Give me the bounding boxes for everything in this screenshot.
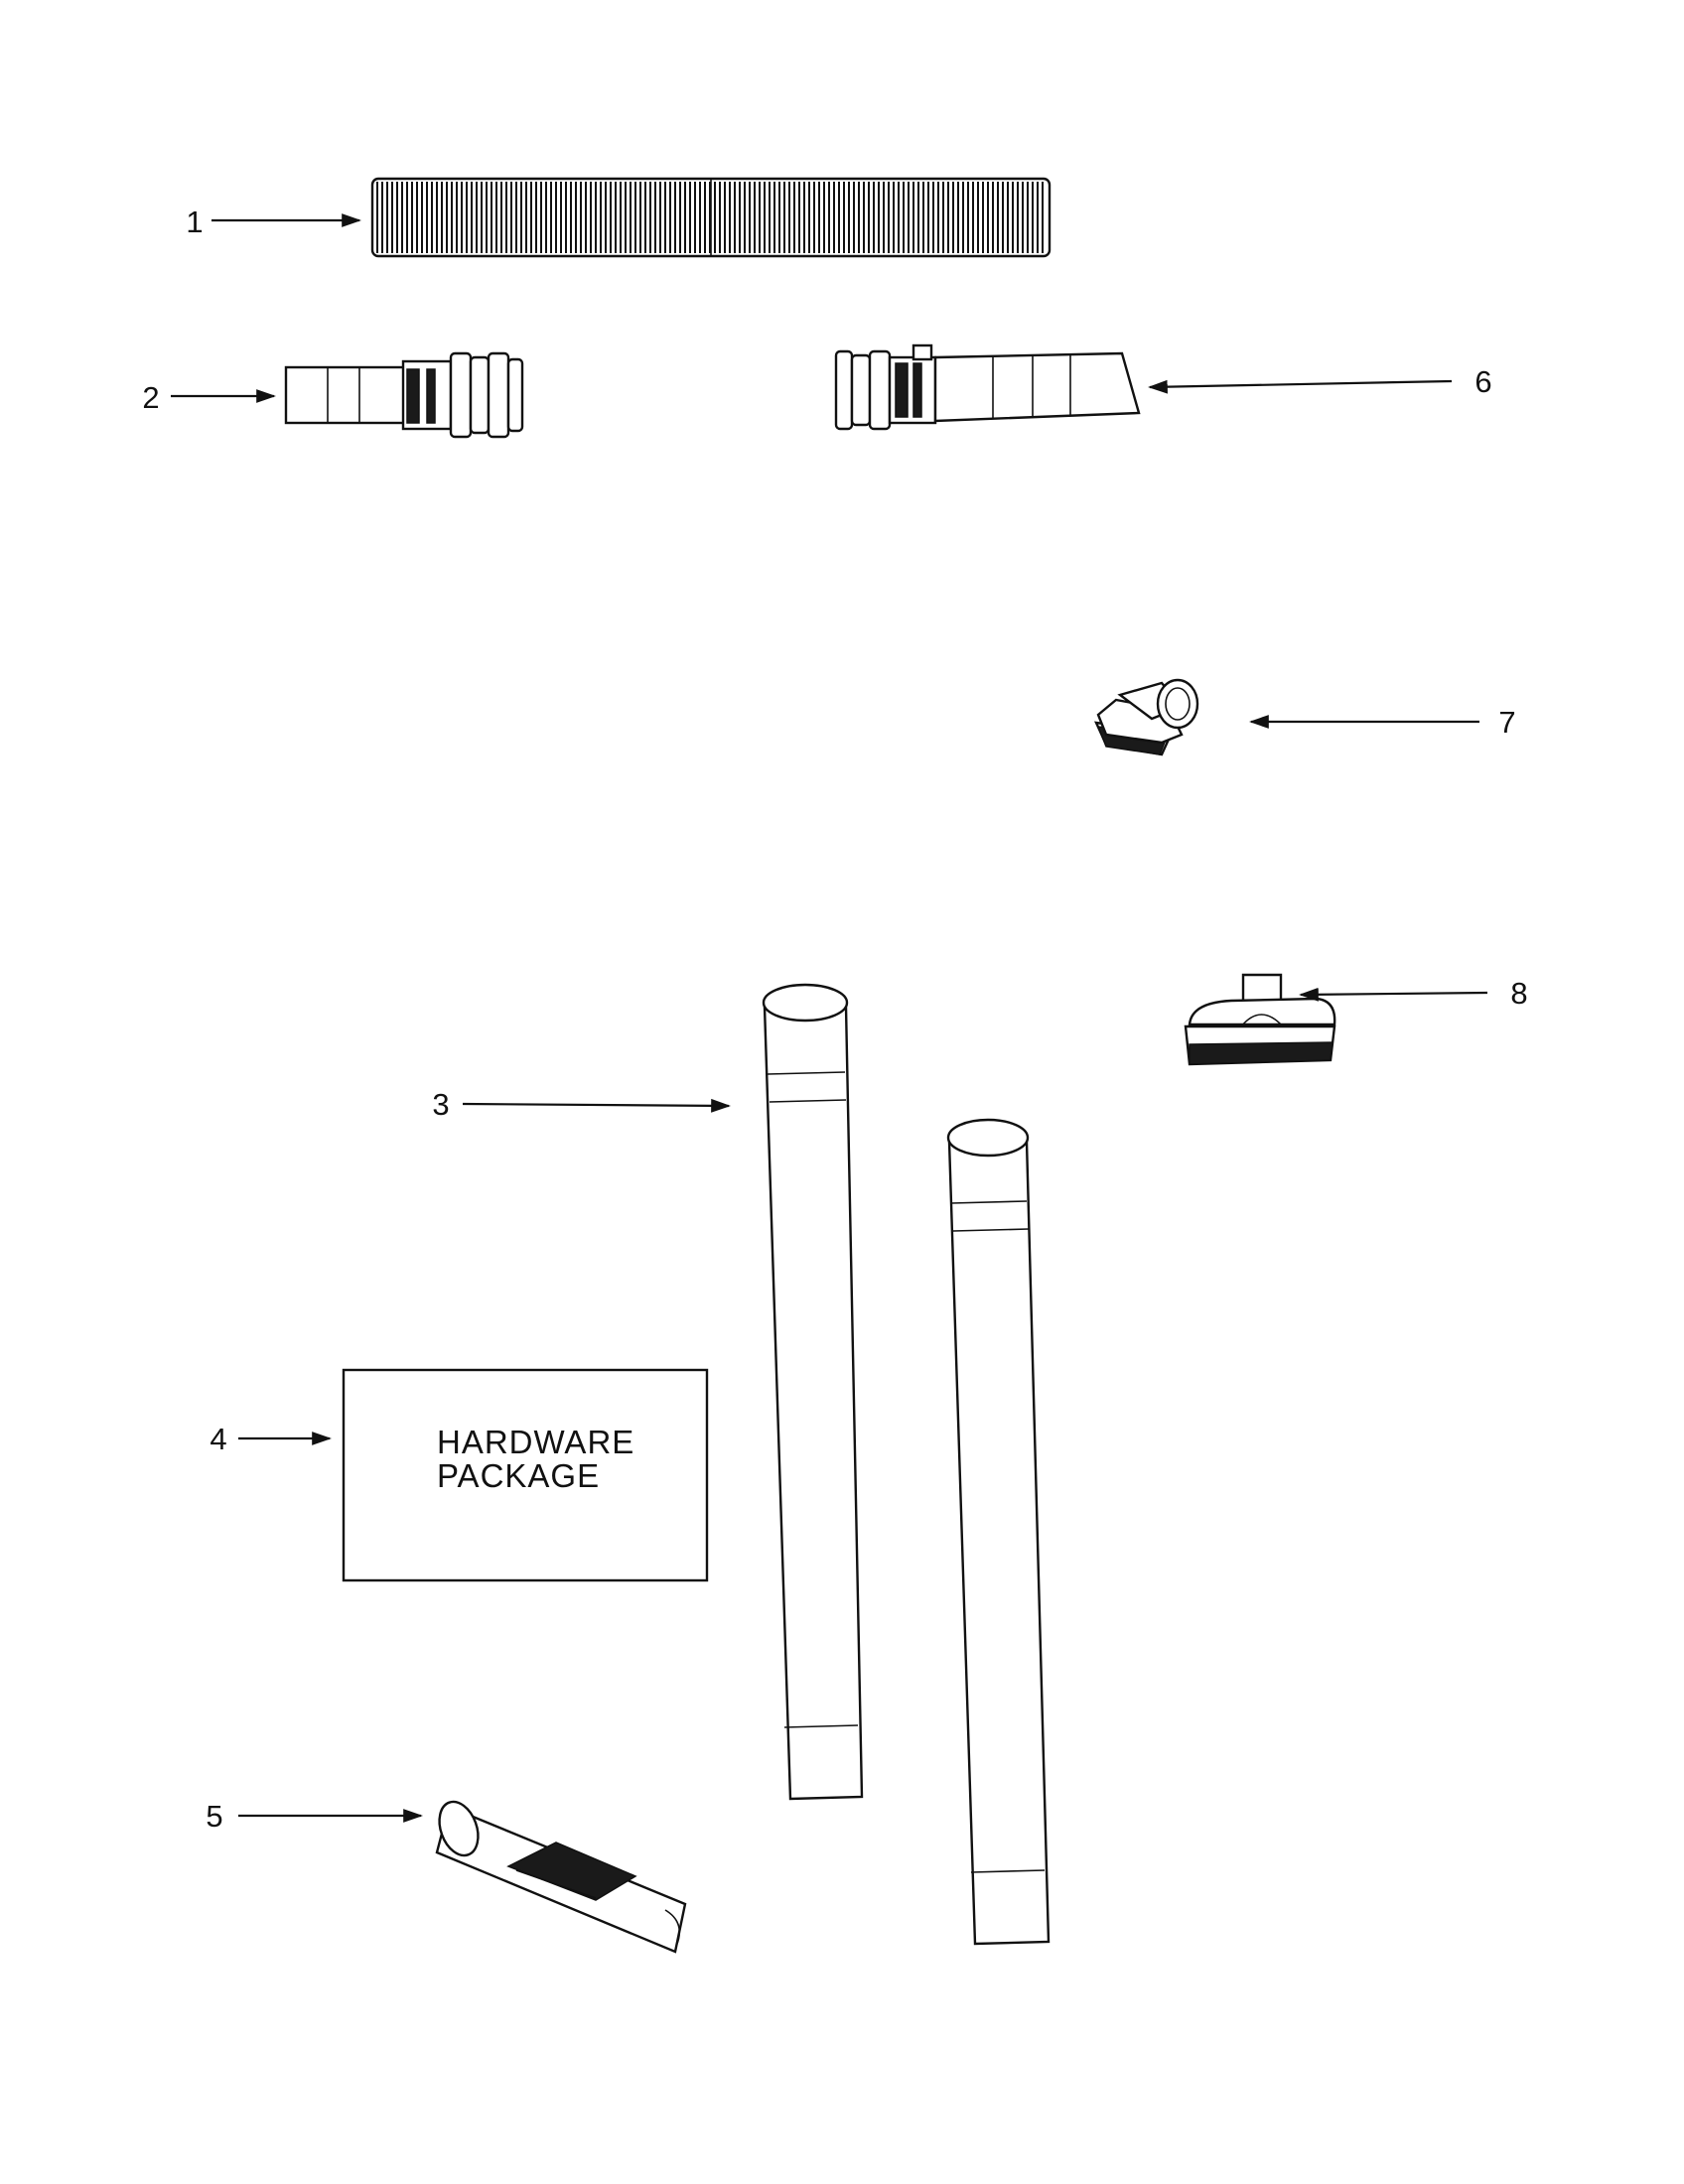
part-3-extension-wand-b <box>946 1118 1051 1946</box>
hardware-package-line-2: PACKAGE <box>437 1457 600 1494</box>
callout-4-number: 4 <box>210 1422 226 1456</box>
part-5-crevice-tool <box>435 1800 687 1954</box>
callout-3: 3 <box>432 1087 731 1122</box>
part-3-extension-wand-a <box>762 983 864 1801</box>
part-8-upholstery-tool <box>1184 973 1336 1066</box>
callout-4: 4 <box>210 1422 332 1456</box>
callout-5: 5 <box>206 1799 423 1834</box>
callout-7: 7 <box>1249 705 1516 740</box>
callout-5-number: 5 <box>206 1799 222 1834</box>
callout-3-arrow <box>462 1098 731 1113</box>
callout-7-number: 7 <box>1498 705 1515 740</box>
callout-1: 1 <box>186 205 361 239</box>
part-1-hose <box>370 177 1052 258</box>
part-7-dusting-brush <box>1094 678 1199 756</box>
part-6-hose-cuff-nozzle <box>834 343 1141 431</box>
callout-6-number: 6 <box>1474 364 1491 399</box>
callout-1-number: 1 <box>186 205 203 239</box>
callout-3-number: 3 <box>432 1087 449 1122</box>
part-2-hose-cuff <box>284 351 524 439</box>
callout-2: 2 <box>142 380 276 415</box>
callout-6: 6 <box>1148 364 1492 399</box>
callout-6-arrow <box>1148 379 1453 394</box>
callout-8-number: 8 <box>1510 976 1527 1011</box>
callout-8: 8 <box>1299 976 1528 1011</box>
part-4-hardware-package: HARDWARE PACKAGE <box>342 1368 709 1582</box>
hardware-package-line-1: HARDWARE <box>437 1424 634 1460</box>
callout-2-number: 2 <box>142 380 159 415</box>
callout-8-arrow <box>1299 987 1488 1002</box>
